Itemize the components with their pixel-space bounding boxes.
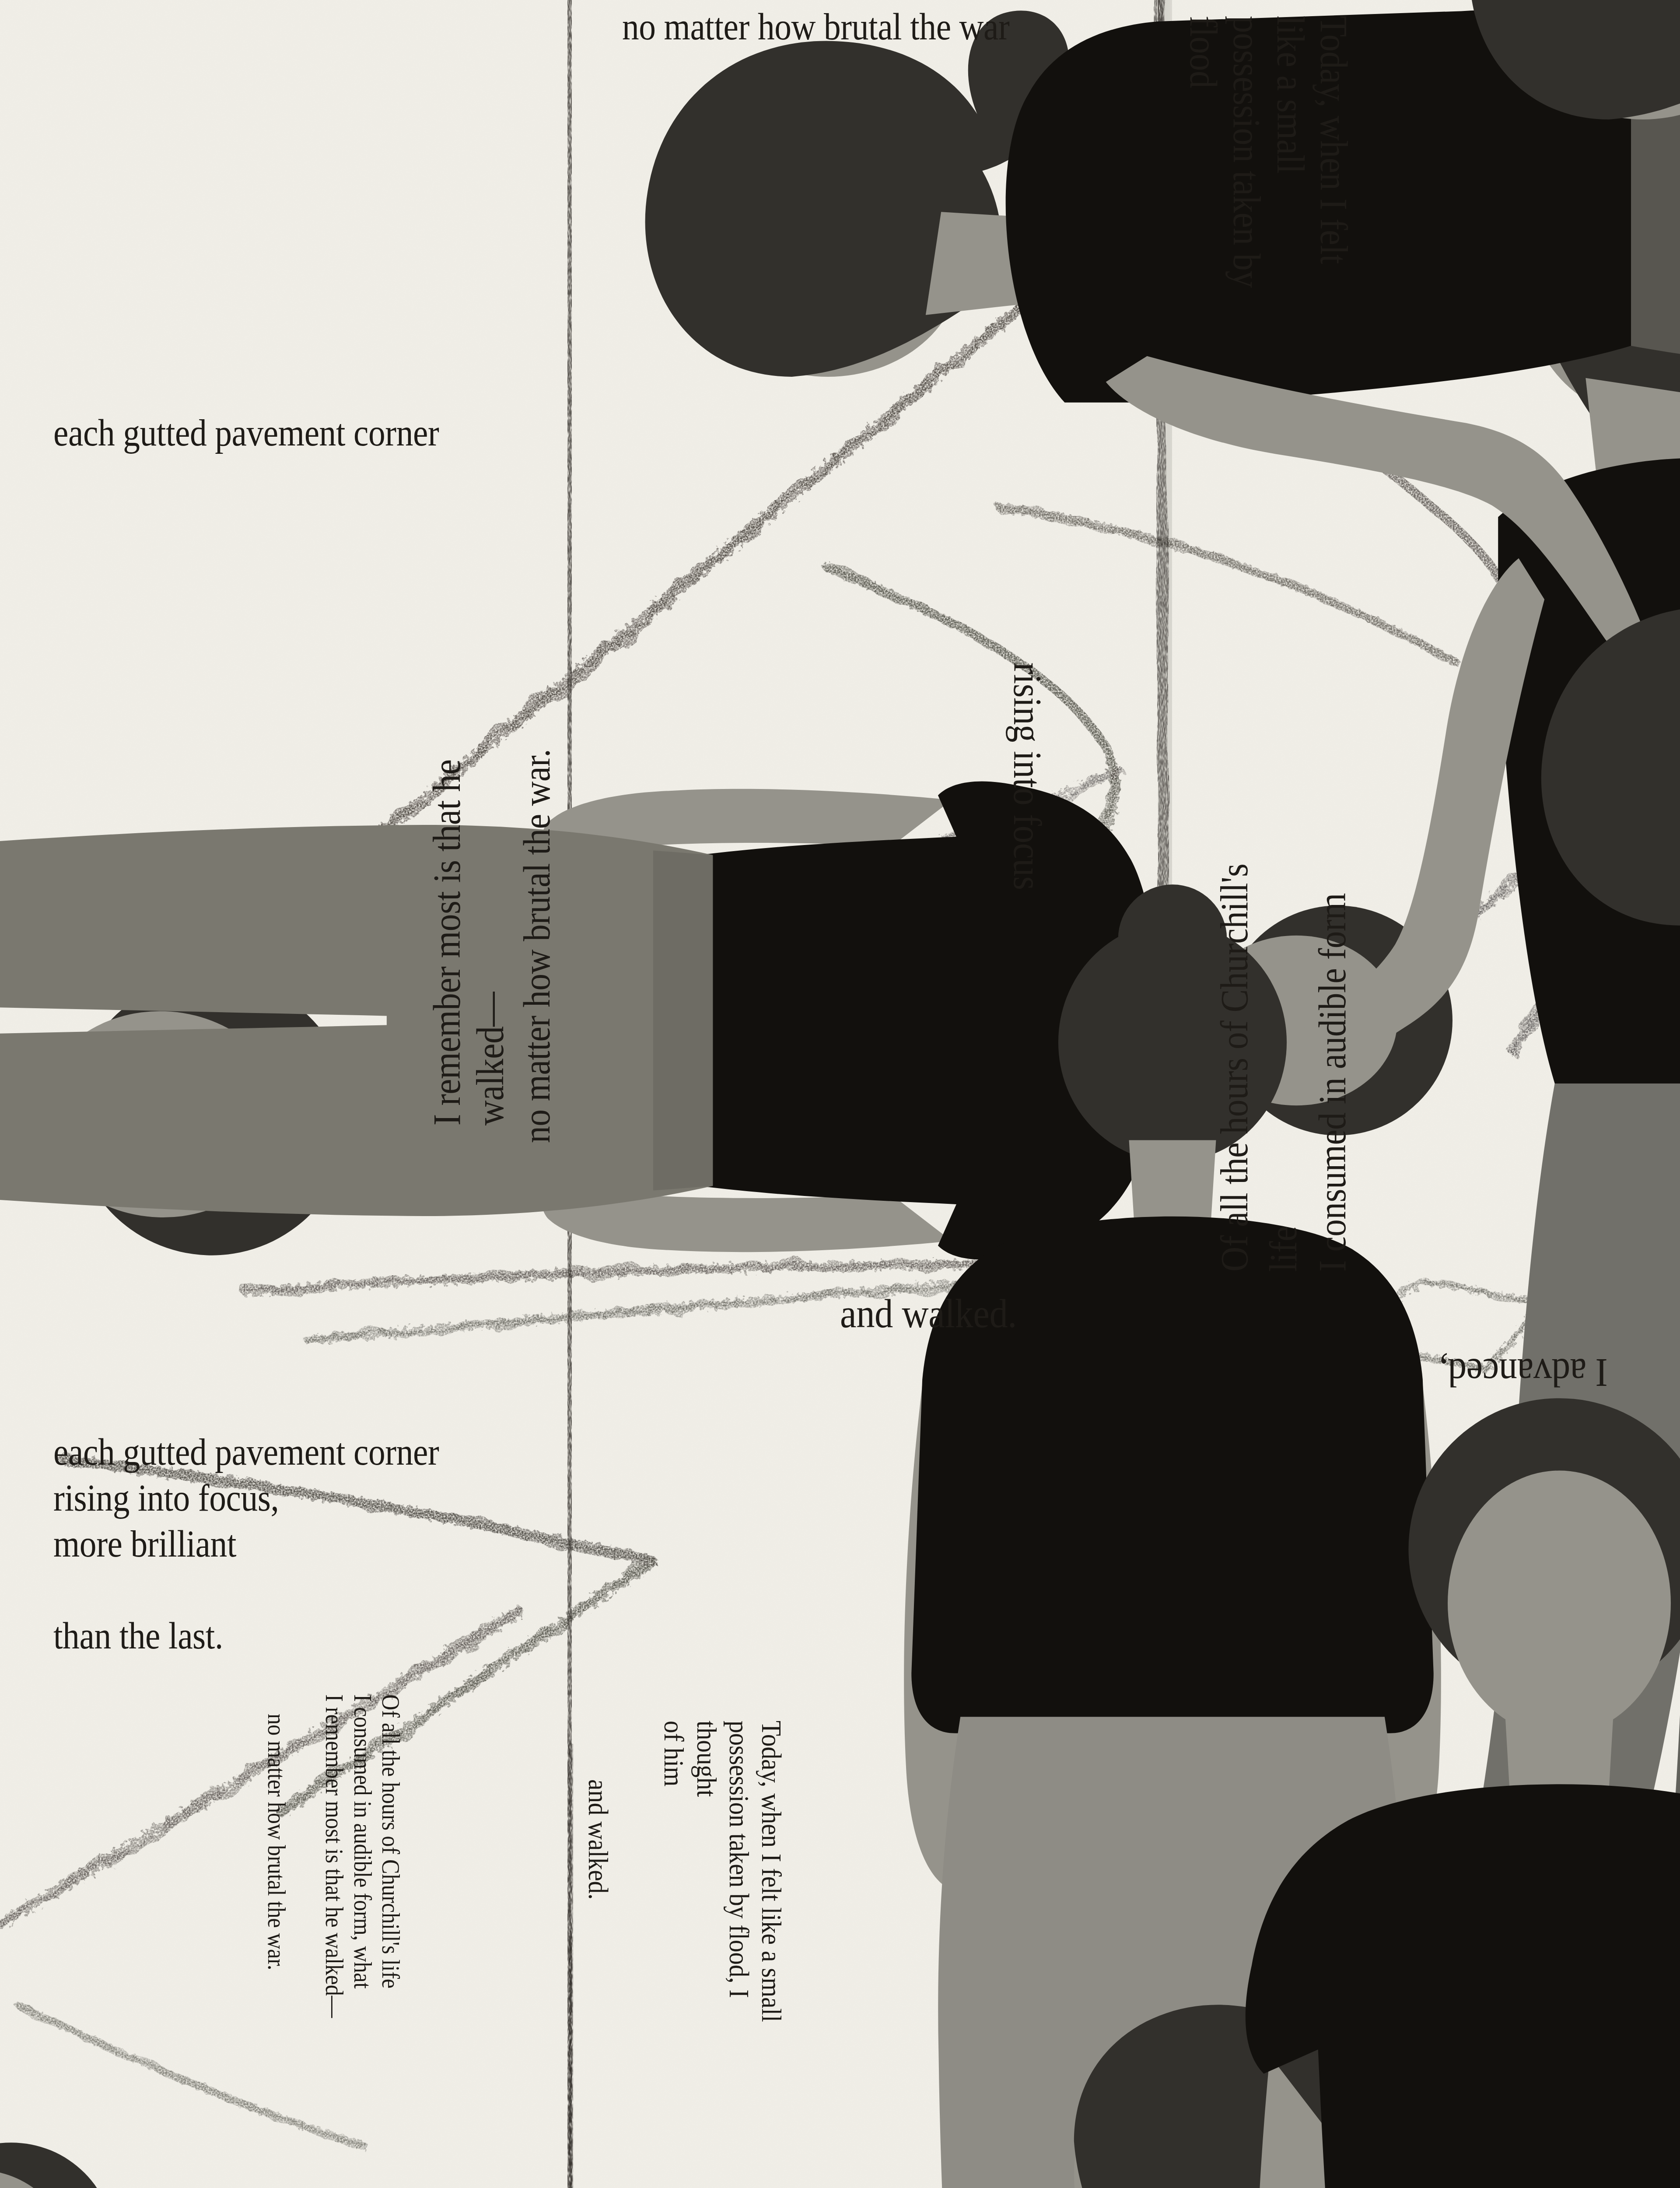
figure-right-edge-lower-lying	[1541, 484, 1680, 1189]
poem-line-no-matter-rotated: no matter how brutal the war.	[516, 749, 558, 1143]
figure-bottom-right-walking-small	[1612, 2014, 1680, 2188]
vertical-charcoal-streak-right	[1159, 0, 1171, 2188]
charcoal-scribbles	[0, 37, 1680, 2145]
poem-lines-i-remember-rotated: I remember most is that he walked—	[425, 760, 512, 1126]
figure-left-edge-lying	[0, 2031, 115, 2188]
figure-right-edge-upper-lying	[1470, 0, 1680, 383]
poem-lines-today-bottom-rotated: Today, when I felt like a small possessi…	[658, 1721, 788, 2022]
charcoal-dark-blob	[1017, 998, 1100, 1052]
poem-full-text-block: Of all the hours of Churchill's life I c…	[1328, 1874, 1554, 2188]
poem-line-and-walked: and walked.	[840, 1291, 1017, 1336]
poem-line-and-walked-bottom-rotated: and walked.	[583, 1779, 613, 1900]
figure-center-face-down	[645, 0, 1680, 654]
poem-line-rising-rotated: rising into focus	[1006, 663, 1049, 890]
poem-block-each-gutted: each gutted pavement corner rising into …	[53, 1429, 439, 1659]
poem-line-no-matter-top: no matter how brutal the war	[622, 6, 1009, 48]
poem-lines-today-rotated: Today, when I felt like a small possessi…	[1181, 16, 1355, 308]
poem-line-each-gutted-top: each gutted pavement corner	[53, 412, 439, 454]
figure-top-left-lying	[0, 757, 361, 1411]
poem-line-no-matter-bottom-rotated: no matter how brutal the war.	[262, 1714, 290, 1970]
poem-lines-churchill-bottom-rotated: Of all the hours of Churchill's life I c…	[320, 1694, 405, 2018]
vertical-charcoal-streak-left	[569, 0, 572, 2188]
poem-lines-churchill-rotated: Of all the hours of Churchill's life I c…	[1210, 864, 1357, 1272]
poem-line-i-advanced-flipped: I advanced,	[1439, 1350, 1607, 1396]
